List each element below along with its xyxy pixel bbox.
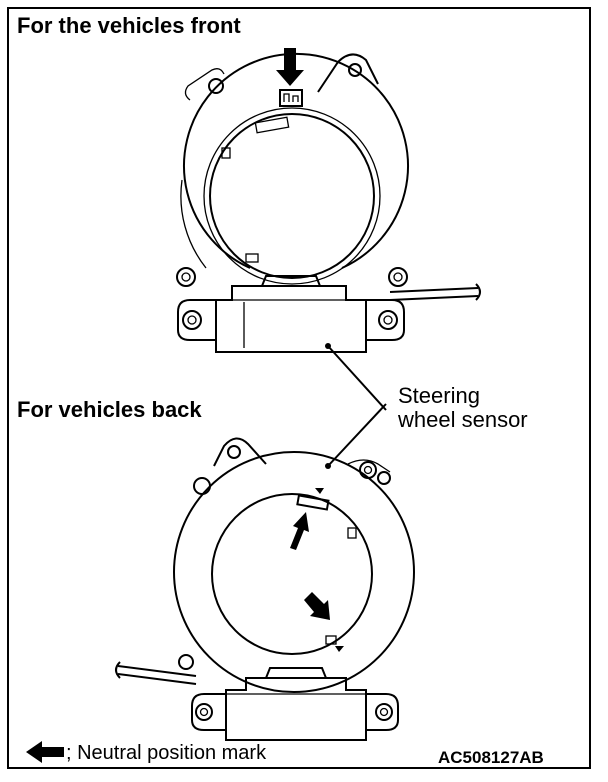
diagram-frame	[7, 7, 591, 769]
callout-leader-bottom	[327, 403, 387, 467]
front-neutral-arrow	[276, 48, 304, 86]
arrow-left-icon	[26, 741, 64, 763]
back-neutral-arrow-lower	[304, 592, 330, 620]
callout-label: Steering wheel sensor	[398, 384, 528, 432]
callout-leader-top	[327, 345, 387, 411]
callout-line-2: wheel sensor	[398, 407, 528, 432]
back-neutral-arrow-upper	[290, 512, 309, 550]
figure-id: AC508127AB	[438, 748, 544, 767]
back-sensor-assembly	[115, 437, 415, 741]
callout-line-1: Steering	[398, 383, 480, 408]
back-view-title: For vehicles back	[17, 397, 202, 422]
front-neutral-mark	[279, 89, 303, 107]
front-sensor-assembly	[176, 52, 481, 353]
front-view-title: For the vehicles front	[17, 13, 241, 38]
legend-text: ; Neutral position mark	[66, 742, 267, 764]
